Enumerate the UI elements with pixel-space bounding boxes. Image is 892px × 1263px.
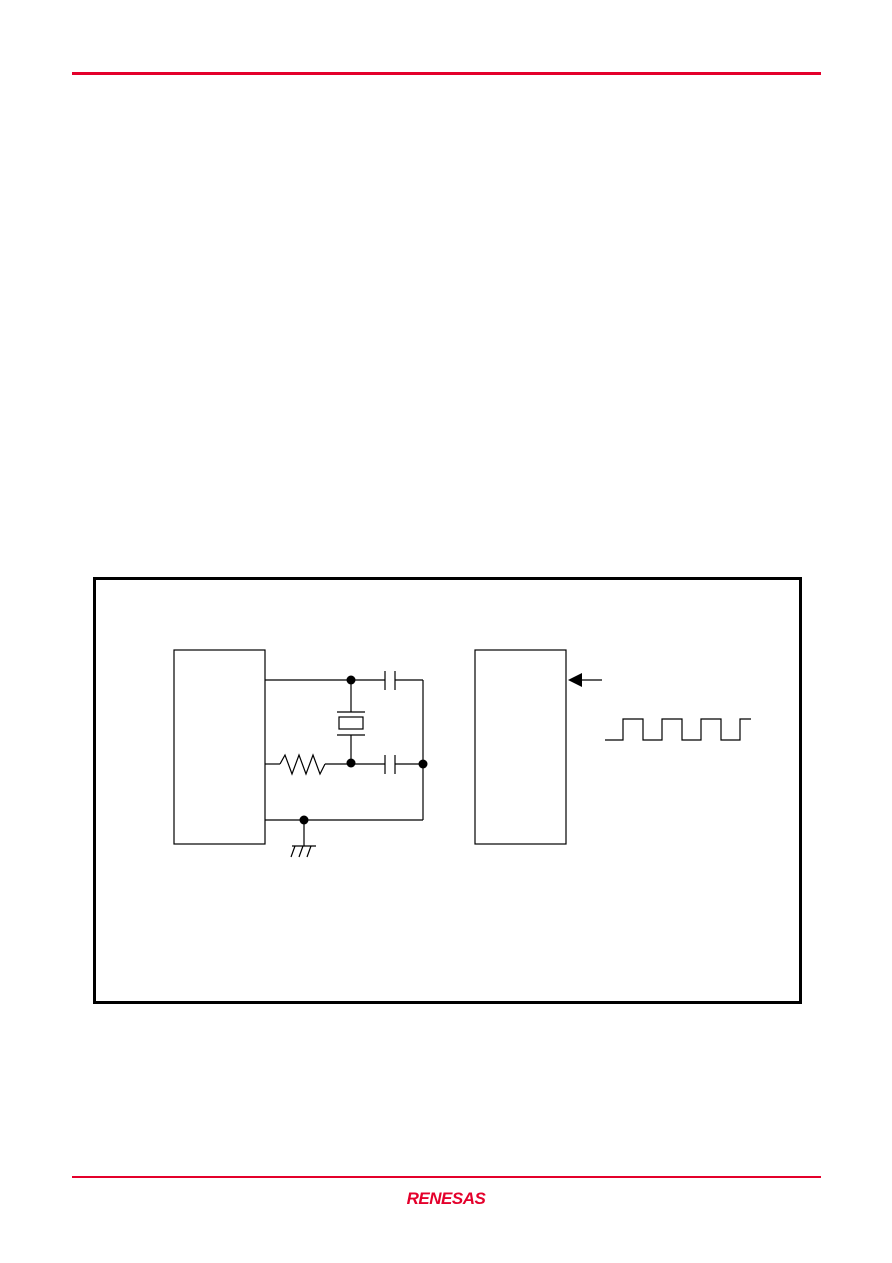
junction-dot-top [346, 675, 356, 685]
junction-dot-ground [299, 815, 309, 825]
ic-block-left [173, 649, 266, 845]
resistor-icon [279, 753, 326, 776]
renesas-logo: RENESAS [407, 1189, 487, 1208]
ic-block-right [474, 649, 567, 845]
crystal-icon [338, 716, 364, 730]
footer-rule [72, 1176, 821, 1178]
header-rule [72, 72, 821, 75]
input-arrow-head [568, 673, 582, 687]
logo-text: RENESAS [407, 1189, 487, 1208]
junction-dot-middle [346, 758, 356, 768]
oscillator-circuit-diagram [173, 649, 751, 858]
oscillator-figure [93, 577, 802, 1004]
junction-dot-right [418, 759, 428, 769]
ground-hatch-1 [290, 845, 296, 858]
square-wave-icon [605, 718, 751, 741]
ground-hatch-3 [306, 845, 312, 858]
ground-hatch-2 [298, 845, 304, 858]
